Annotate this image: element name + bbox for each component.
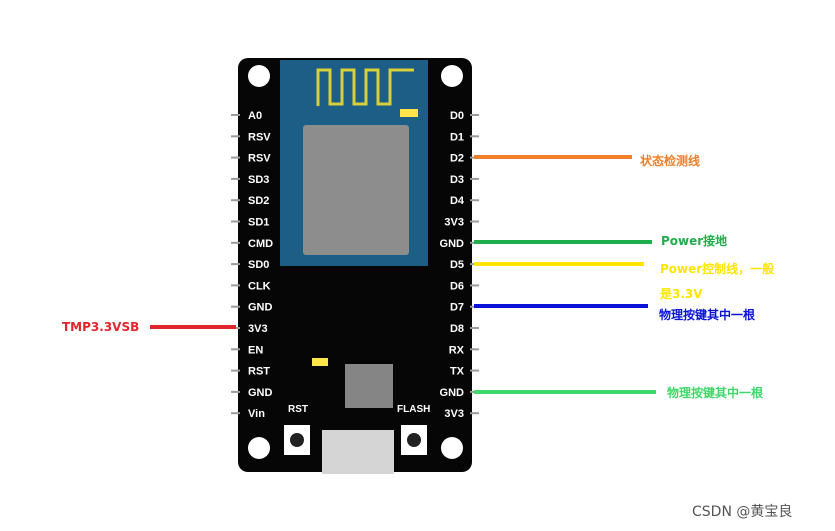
left-pin-label: SD3 xyxy=(248,174,269,186)
d5-annotation-line2: 是3.3V xyxy=(659,287,703,301)
right-pin-label: D5 xyxy=(450,259,464,271)
right-pin-label: D3 xyxy=(450,174,464,186)
right-pin-label: D2 xyxy=(450,153,464,165)
right-pin-label: D0 xyxy=(450,110,464,122)
left-pin-label: SD2 xyxy=(248,195,269,207)
shield-can xyxy=(303,125,409,255)
flash-button-label: FLASH xyxy=(397,404,430,415)
right-pin-label: GND xyxy=(440,387,465,399)
right-pin-label: D8 xyxy=(450,323,464,335)
left-pin-label: CLK xyxy=(248,280,271,292)
right-pin-label: 3V3 xyxy=(444,408,464,420)
left-pin-label: GND xyxy=(248,387,273,399)
right-pin-label: D4 xyxy=(450,195,465,207)
power-led xyxy=(312,358,328,366)
left-pin-label: RSV xyxy=(248,131,271,143)
left-pin-label: SD0 xyxy=(248,259,269,271)
rst-button-cap xyxy=(290,433,304,447)
watermark: CSDN @黄宝良 xyxy=(692,503,792,520)
mount-hole-bottom-left xyxy=(248,437,270,459)
left-pin-label: CMD xyxy=(248,238,273,250)
mount-hole-top-right xyxy=(441,65,463,87)
mount-hole-top-left xyxy=(248,65,270,87)
usb-chip xyxy=(345,364,393,408)
v33-annotation: TMP3.3VSB xyxy=(62,320,139,334)
left-pin-label: EN xyxy=(248,344,263,356)
left-pin-label: 3V3 xyxy=(248,323,268,335)
gnd2-annotation: 物理按键其中一根 xyxy=(667,385,763,400)
rst-button-label: RST xyxy=(288,404,308,415)
right-pin-label: D7 xyxy=(450,302,464,314)
left-pin-label: GND xyxy=(248,302,273,314)
antenna-trace xyxy=(316,68,414,106)
left-pin-label: A0 xyxy=(248,110,262,122)
d2-annotation: 状态检测线 xyxy=(640,153,700,168)
right-pin-label: 3V3 xyxy=(444,217,464,229)
flash-button-cap xyxy=(407,433,421,447)
gnd-annotation: Power接地 xyxy=(661,233,727,248)
right-pin-label: D1 xyxy=(450,131,464,143)
d5-annotation-line1: Power控制线，一般 xyxy=(660,261,774,276)
left-pin-label: SD1 xyxy=(248,217,269,229)
right-pin-label: D6 xyxy=(450,280,464,292)
left-pin-label: RST xyxy=(248,366,270,378)
module-led xyxy=(400,109,418,117)
left-pin-label: RSV xyxy=(248,153,271,165)
right-pin-label: TX xyxy=(450,366,465,378)
mount-hole-bottom-right xyxy=(441,437,463,459)
right-pin-label: RX xyxy=(449,344,465,356)
usb-port xyxy=(322,430,394,474)
right-pin-label: GND xyxy=(440,238,465,250)
d7-annotation: 物理按键其中一根 xyxy=(659,307,755,322)
left-pin-label: Vin xyxy=(248,408,265,420)
